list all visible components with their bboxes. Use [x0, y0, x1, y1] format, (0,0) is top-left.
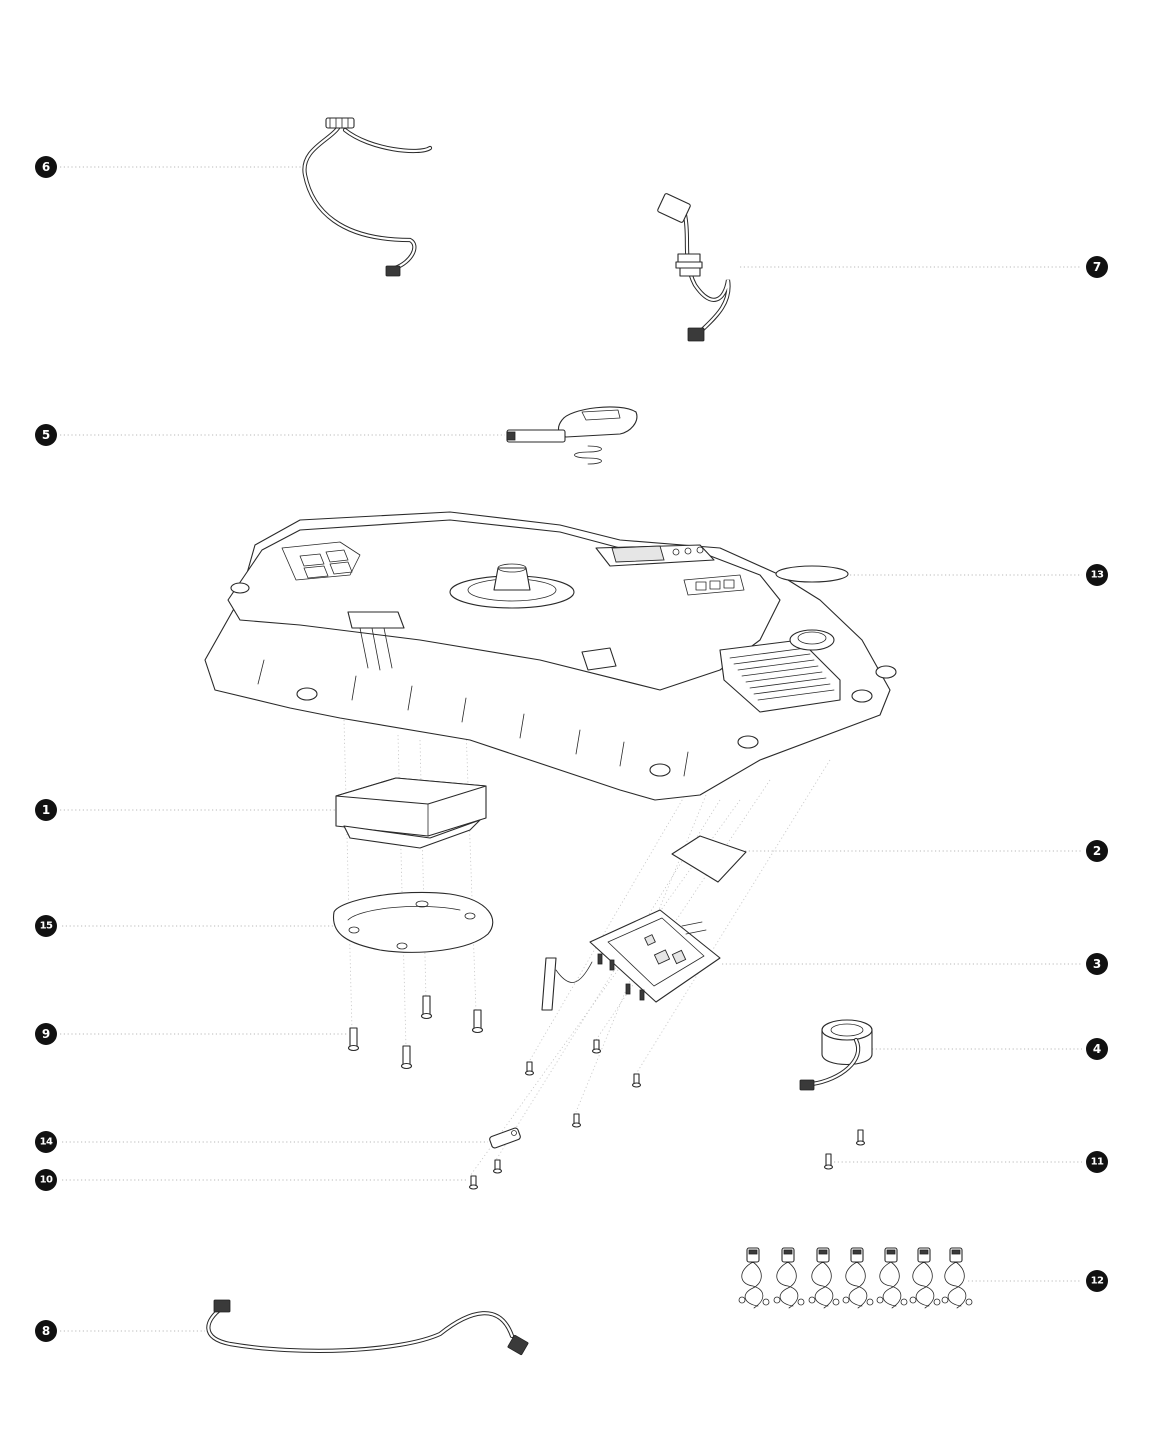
leader-lines [60, 166, 1082, 1332]
callout-label: 5 [42, 428, 50, 442]
callout-label: 11 [1091, 1157, 1104, 1168]
screw-10a [492, 1159, 503, 1174]
callout-label: 1 [42, 803, 50, 817]
callout-1: 1 [35, 799, 57, 821]
screw-pcb-c [571, 1113, 582, 1128]
callout-3: 3 [1086, 953, 1108, 975]
clip-7 [941, 1247, 973, 1309]
callout-label: 3 [1093, 957, 1101, 971]
callout-8: 8 [35, 1320, 57, 1342]
clip-2 [773, 1247, 805, 1309]
part-3-pcb [541, 909, 721, 1011]
clip-4 [842, 1247, 874, 1309]
screw-10b [468, 1175, 479, 1190]
callout-label: 8 [42, 1324, 50, 1338]
callout-13: 13 [1086, 564, 1108, 586]
part-1-block [335, 777, 487, 849]
screw-pcb-a [524, 1061, 535, 1076]
main-housing [204, 511, 897, 801]
part-7-cable [657, 193, 731, 342]
part-12-clips [738, 1247, 973, 1309]
callout-label: 2 [1093, 844, 1101, 858]
callout-12: 12 [1086, 1270, 1108, 1292]
callout-9: 9 [35, 1023, 57, 1045]
screw-9a [347, 1027, 360, 1052]
part-6-cable [302, 117, 433, 277]
clip-3 [808, 1247, 840, 1309]
screw-9c [420, 995, 433, 1020]
part-13-pad [775, 565, 849, 583]
screw-11b [823, 1153, 834, 1170]
callout-label: 14 [40, 1137, 53, 1148]
part-5-sensor [506, 406, 638, 465]
screw-11a [855, 1129, 866, 1146]
callout-11: 11 [1086, 1151, 1108, 1173]
callout-label: 9 [42, 1027, 50, 1041]
part-4-ring [799, 1019, 873, 1091]
callout-label: 10 [40, 1175, 53, 1186]
callout-label: 7 [1093, 260, 1101, 274]
callouts: 6 7 5 13 1 2 15 3 [35, 156, 1108, 1342]
callout-label: 12 [1091, 1276, 1104, 1287]
part-15-plate [332, 891, 494, 953]
screws [347, 995, 866, 1190]
callout-10: 10 [35, 1169, 57, 1191]
clip-5 [876, 1247, 908, 1309]
clip-6 [909, 1247, 941, 1309]
screw-9b [400, 1045, 413, 1070]
screw-pcb-d [631, 1073, 642, 1088]
part-8-cable [206, 1299, 529, 1356]
callout-7: 7 [1086, 256, 1108, 278]
callout-15: 15 [35, 915, 57, 937]
callout-5: 5 [35, 424, 57, 446]
part-14-connector [489, 1127, 521, 1149]
clip-1 [738, 1247, 770, 1309]
callout-2: 2 [1086, 840, 1108, 862]
screw-pcb-b [591, 1039, 602, 1054]
callout-4: 4 [1086, 1038, 1108, 1060]
callout-14: 14 [35, 1131, 57, 1153]
callout-6: 6 [35, 156, 57, 178]
part-2-pad [671, 835, 747, 883]
callout-label: 4 [1093, 1042, 1101, 1056]
callout-label: 6 [42, 160, 50, 174]
callout-label: 13 [1091, 570, 1104, 581]
callout-label: 15 [40, 921, 53, 932]
screw-9d [471, 1009, 484, 1034]
